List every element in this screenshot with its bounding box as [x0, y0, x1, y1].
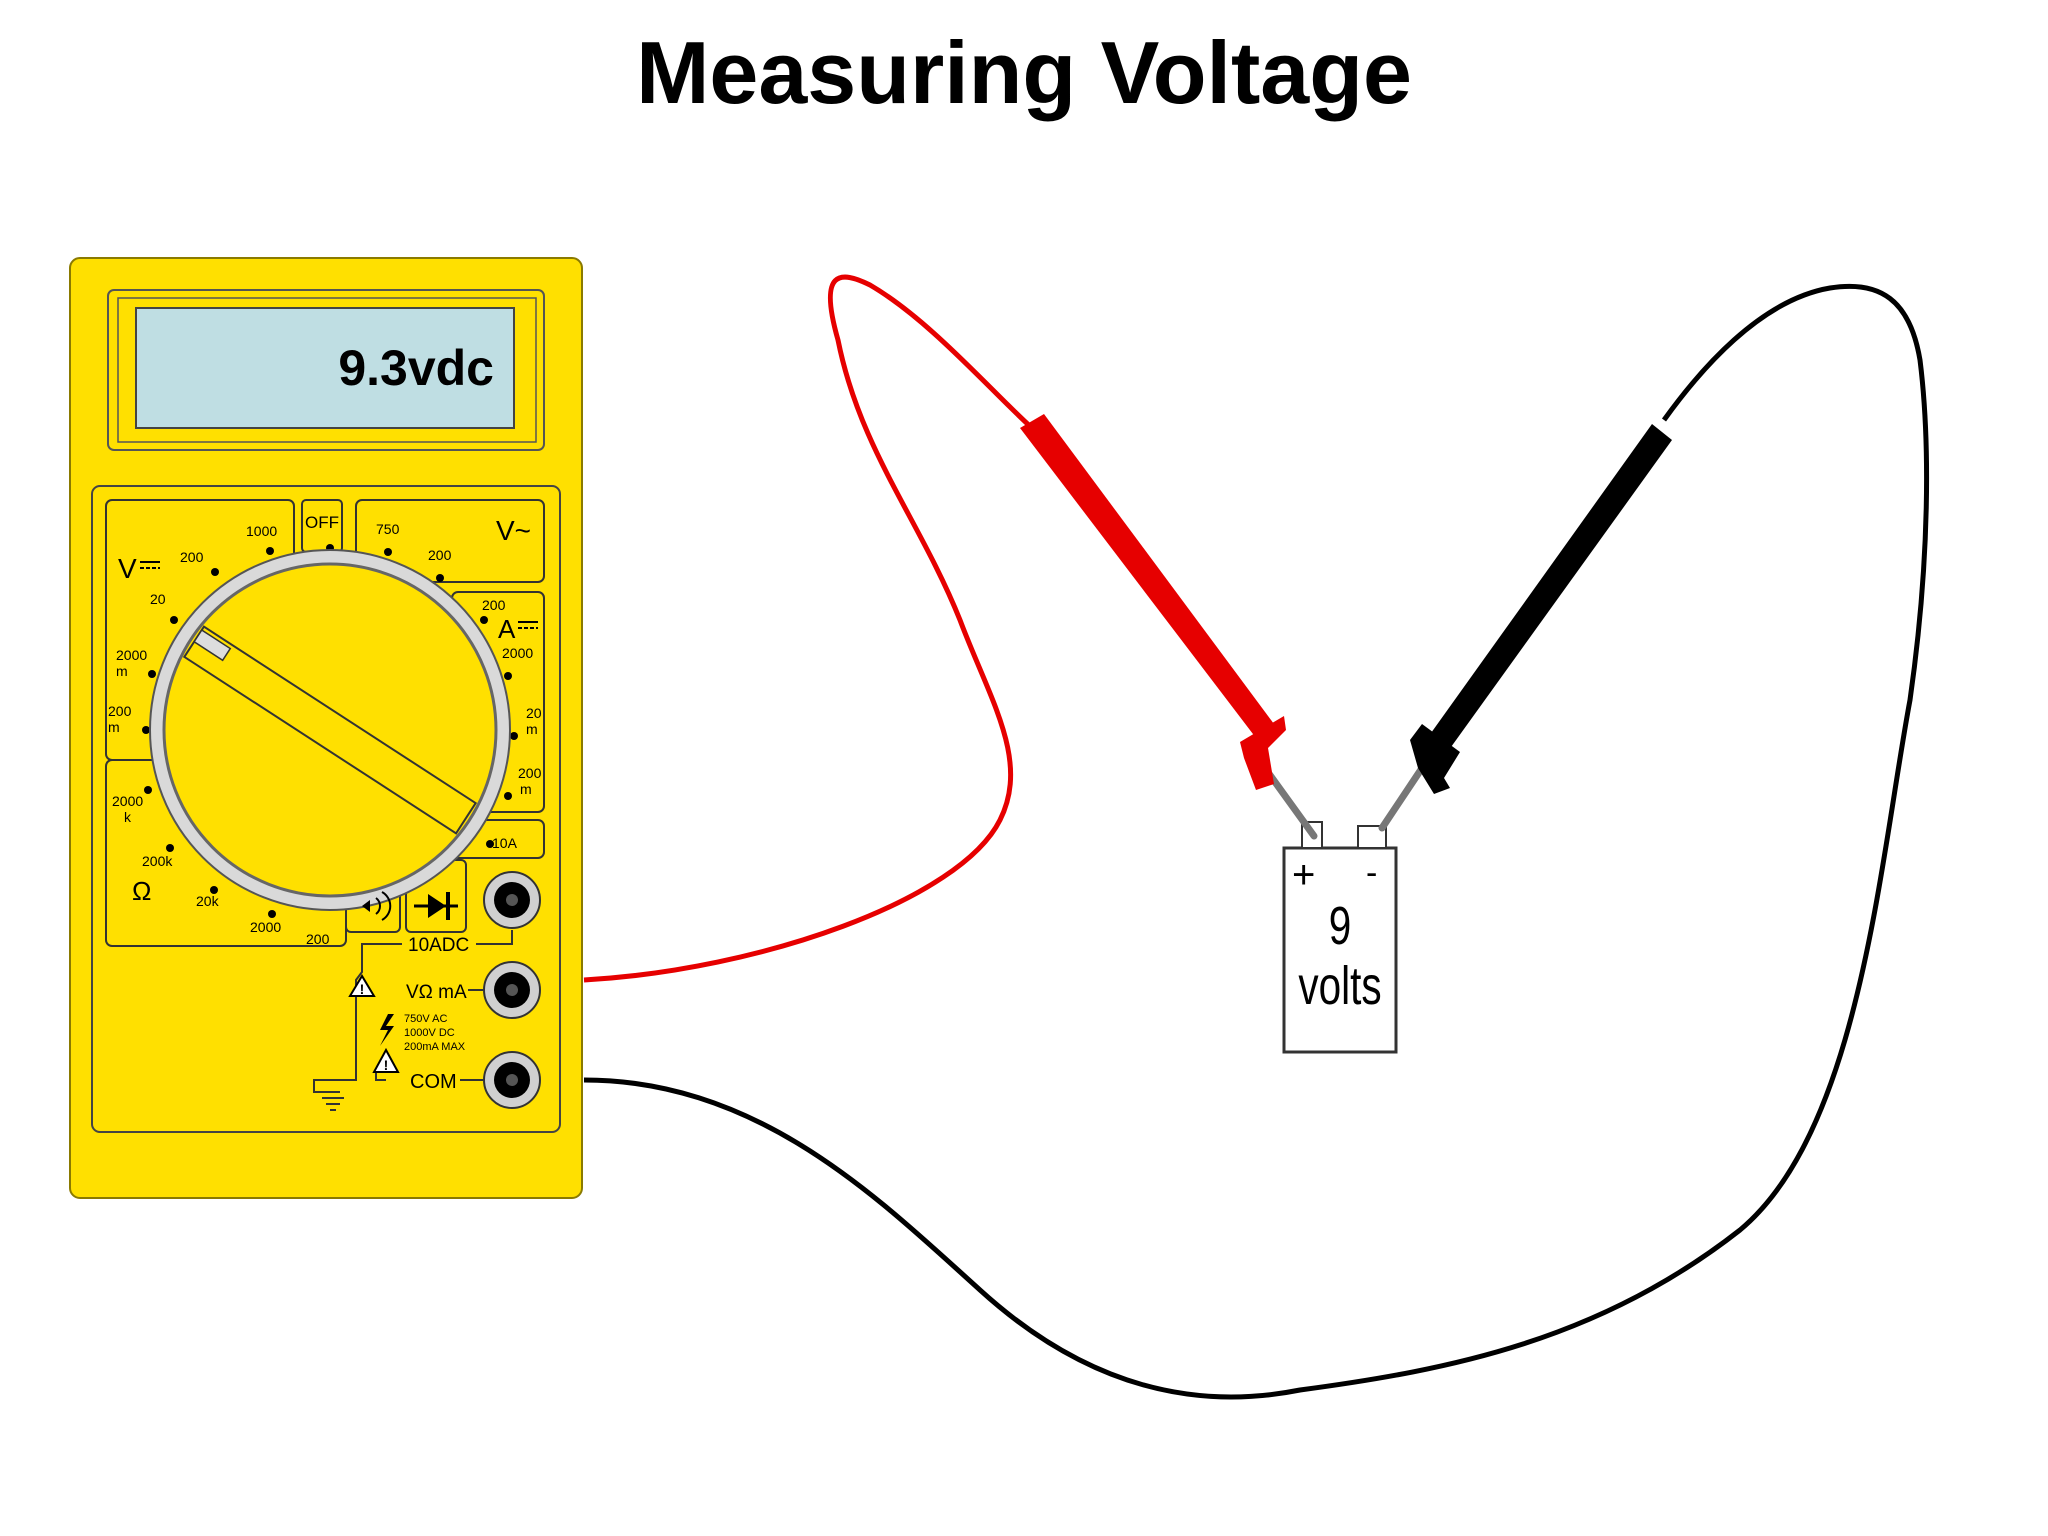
range-label: 2000	[250, 919, 281, 935]
jack-com[interactable]	[483, 1051, 541, 1109]
range-label-2000m: 2000	[116, 647, 147, 663]
range-label-200m-unit: m	[108, 719, 120, 735]
range-label: 10A	[492, 835, 518, 851]
svg-text:!: !	[384, 1057, 389, 1073]
continuity-icon	[362, 891, 392, 921]
battery-voltage-value: 9	[1329, 896, 1352, 956]
red-lead-wire	[583, 274, 1034, 983]
range-label-20m-unit: m	[526, 721, 538, 737]
lcd-display	[135, 307, 515, 429]
battery-minus-label: -	[1366, 854, 1377, 892]
range-label: 200	[180, 549, 204, 565]
ac-volts-label: V~	[496, 515, 531, 546]
dc-volts-label: V	[118, 553, 137, 584]
jack-label-com: COM	[410, 1071, 457, 1093]
range-label: 1000	[246, 523, 277, 539]
display-reading: 9.3vdc	[338, 340, 494, 396]
range-label-200m: 200	[108, 703, 132, 719]
range-dots	[142, 544, 518, 918]
diode-icon	[414, 892, 458, 920]
red-probe-guard	[1240, 716, 1286, 790]
red-test-lead[interactable]	[583, 274, 1318, 983]
warning-icon: !	[372, 1047, 400, 1073]
battery-negative-terminal	[1357, 825, 1387, 849]
off-label: OFF	[305, 513, 339, 532]
battery-voltage-unit: volts	[1298, 956, 1381, 1016]
black-probe-tip	[1378, 758, 1430, 832]
black-test-lead[interactable]	[583, 283, 1930, 1400]
range-label-2000k: 2000	[112, 793, 143, 809]
range-label: 20	[150, 591, 166, 607]
rotary-dial[interactable]	[149, 549, 511, 911]
black-lead-wire	[583, 283, 1930, 1400]
jack-v-ohm-ma[interactable]	[483, 961, 541, 1019]
page-title: Measuring Voltage	[636, 23, 1412, 122]
range-label-2000m-unit: m	[116, 663, 128, 679]
range-label: 2000	[502, 645, 533, 661]
range-label: 200	[428, 547, 452, 563]
range-label: 200k	[142, 853, 173, 869]
jack-warning-line: 750V AC	[404, 1013, 447, 1025]
multimeter: 9.3vdc OFF V V~ A Ω 1000 200 20 750 200 …	[69, 257, 583, 1199]
range-label-20m: 20	[526, 705, 542, 721]
jack-label-10adc: 10ADC	[408, 935, 469, 956]
range-label: 20k	[196, 893, 220, 909]
black-probe-guard	[1410, 724, 1460, 794]
jack-10a[interactable]	[483, 871, 541, 929]
dial-pointer	[182, 625, 478, 835]
range-label: 200	[482, 597, 506, 613]
warning-icon: !	[348, 974, 376, 997]
svg-text:!: !	[360, 981, 365, 997]
jack-warning-line: 200mA MAX	[404, 1041, 466, 1053]
jack-label-v-ohm-ma: VΩ mA	[406, 982, 467, 1003]
range-label: 750	[376, 521, 400, 537]
high-voltage-icon	[380, 1014, 394, 1046]
battery-9v: + - 9 volts	[1282, 821, 1398, 1054]
black-probe-handle	[1426, 424, 1672, 754]
range-label-2000k-unit: k	[124, 809, 132, 825]
ohms-label: Ω	[132, 876, 151, 906]
range-label: 200	[306, 931, 330, 947]
red-probe-handle	[1020, 414, 1274, 738]
dc-amps-label: A	[498, 614, 516, 644]
range-label-200m-a-unit: m	[520, 781, 532, 797]
acv-scale-box	[355, 499, 545, 583]
range-label-200m-a: 200	[518, 765, 542, 781]
jack-warning-line: 1000V DC	[404, 1027, 455, 1039]
battery-plus-label: +	[1292, 853, 1315, 897]
